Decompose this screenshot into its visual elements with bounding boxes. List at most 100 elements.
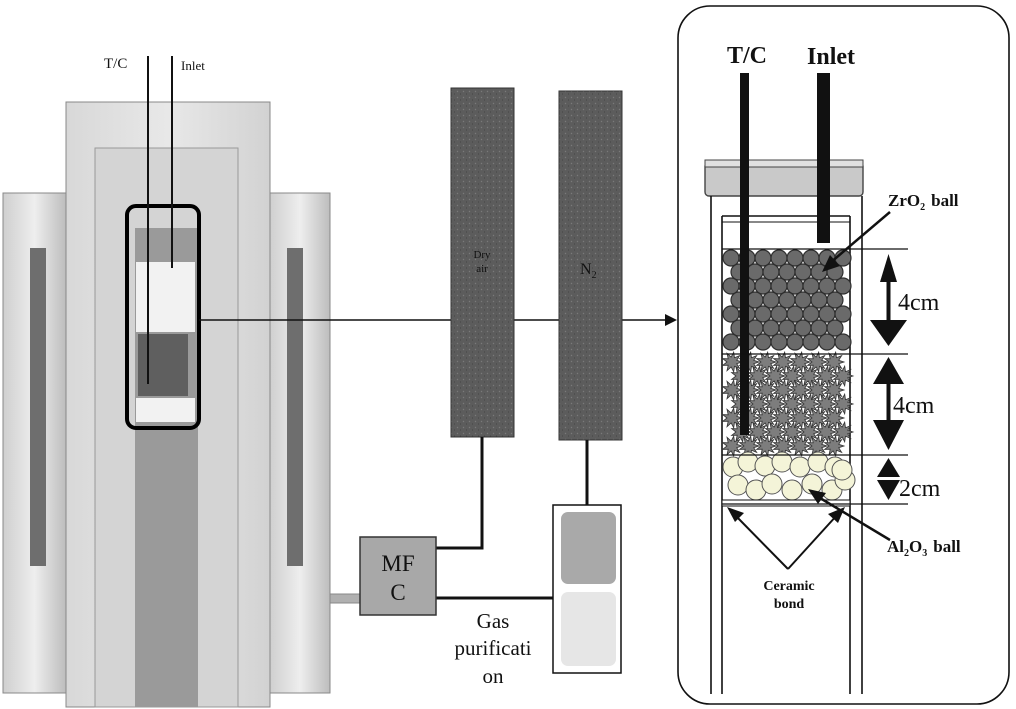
- zro2-ball: [794, 319, 812, 337]
- dim-label-bottom: 2cm: [899, 476, 941, 502]
- reactor-highlight-box: [125, 204, 201, 430]
- al2o3-label-sub2: 3: [922, 548, 927, 559]
- gas-purification-label-line1: Gas: [477, 609, 510, 633]
- zro2-ball: [746, 319, 764, 337]
- n2-label-sub: 2: [592, 270, 597, 281]
- tc-label-detail: T/C: [727, 43, 767, 69]
- zro2-ball: [834, 305, 852, 323]
- zro2-ball: [826, 291, 844, 309]
- zro2-ball: [722, 305, 740, 323]
- zro2-ball: [810, 291, 828, 309]
- dim-arrow-bottom: [877, 458, 900, 500]
- furnace-gas-port: [329, 593, 361, 604]
- spiky-ball: [789, 434, 812, 458]
- spiky-ball: [823, 434, 846, 458]
- mfc-label-line2: C: [390, 580, 405, 605]
- al2o3-ball: [789, 456, 811, 478]
- n2-label: N2: [580, 261, 597, 281]
- packing-zro2: [138, 334, 188, 396]
- spiky-ball: [823, 406, 846, 430]
- zro2-ball: [722, 249, 740, 267]
- al2o3-label-al: Al: [887, 537, 904, 556]
- inlet-tube-detail: [817, 73, 830, 243]
- zro2-label-sub: 2: [920, 202, 925, 213]
- zro2-ball: [786, 249, 804, 267]
- spiky-ball: [755, 378, 778, 402]
- spiky-ball: [721, 434, 744, 458]
- zro2-ball: [794, 263, 812, 281]
- purifier-bottom-chamber: [561, 592, 616, 666]
- zro2-ball: [810, 263, 828, 281]
- ceramic-arrow-left: [733, 513, 789, 570]
- zro2-ball: [818, 277, 836, 295]
- ceramic-bond-label-line2: bond: [774, 597, 805, 612]
- spiky-ball: [789, 350, 812, 374]
- zro2-label: ZrO2 ball: [888, 191, 959, 213]
- zro2-ball: [786, 277, 804, 295]
- mfc-box: [359, 536, 437, 616]
- ceramic-arrow-right: [787, 513, 839, 570]
- al2o3-ball: [781, 479, 803, 501]
- al2o3-label-sub1: 2: [904, 548, 909, 559]
- zro2-ball: [802, 333, 820, 351]
- dry-air-label-line1: Dry: [473, 249, 491, 261]
- zro2-ball: [762, 263, 780, 281]
- zro2-ball: [770, 249, 788, 267]
- spiky-ball: [806, 406, 829, 430]
- n2-label-main: N: [580, 261, 592, 278]
- spiky-ball: [721, 350, 744, 374]
- n2-cylinder-body: [558, 90, 623, 441]
- dry-air-label-line2: air: [476, 263, 488, 275]
- zro2-ball: [818, 333, 836, 351]
- spiky-ball: [772, 350, 795, 374]
- zro2-ball-bed: [722, 249, 852, 351]
- spiky-ball: [789, 378, 812, 402]
- spiky-ball: [832, 420, 855, 444]
- spiky-ball: [806, 350, 829, 374]
- zro2-ball: [754, 277, 772, 295]
- heater-element-left: [30, 248, 46, 566]
- zro2-ball: [770, 277, 788, 295]
- zro2-ball: [762, 319, 780, 337]
- zro2-ball: [826, 319, 844, 337]
- zro2-ball: [802, 277, 820, 295]
- zro2-ball: [770, 333, 788, 351]
- zro2-label-suffix: ball: [931, 191, 959, 210]
- zro2-ball: [794, 291, 812, 309]
- spiky-ball: [823, 350, 846, 374]
- spiky-ball: [832, 392, 855, 416]
- al2o3-ball: [727, 474, 749, 496]
- dim-label-middle: 4cm: [893, 393, 935, 419]
- zro2-ball: [810, 319, 828, 337]
- tc-label-left: T/C: [104, 56, 127, 72]
- spiky-ball: [755, 434, 778, 458]
- zro2-ball: [770, 305, 788, 323]
- zro2-label-main: ZrO: [888, 191, 920, 210]
- n2-cylinder: N2: [558, 90, 623, 441]
- zro2-pointer: [829, 211, 891, 264]
- dry-air-cylinder: Dry air: [450, 87, 515, 438]
- tc-probe-detail: [740, 73, 749, 435]
- spiky-ball: [823, 378, 846, 402]
- spiky-ball: [738, 434, 761, 458]
- dim-arrow-top: [870, 254, 907, 346]
- reactor-cap-top: [704, 159, 864, 168]
- al2o3-ball-bed: [722, 451, 856, 501]
- furnace: T/C Inlet: [2, 56, 361, 708]
- zro2-ball: [834, 333, 852, 351]
- zro2-ball: [778, 263, 796, 281]
- al2o3-ball: [761, 473, 783, 495]
- spiky-ball: [755, 350, 778, 374]
- zro2-ball: [786, 333, 804, 351]
- packing-bottom: [136, 398, 195, 422]
- spiky-ball: [772, 378, 795, 402]
- al2o3-ball: [831, 459, 853, 481]
- zro2-ball: [746, 291, 764, 309]
- ceramic-bond-label-line1: Ceramic: [763, 579, 814, 594]
- ceramic-bond-plate: [721, 499, 851, 507]
- spiky-ball: [755, 406, 778, 430]
- al2o3-label-suffix: ball: [933, 537, 961, 556]
